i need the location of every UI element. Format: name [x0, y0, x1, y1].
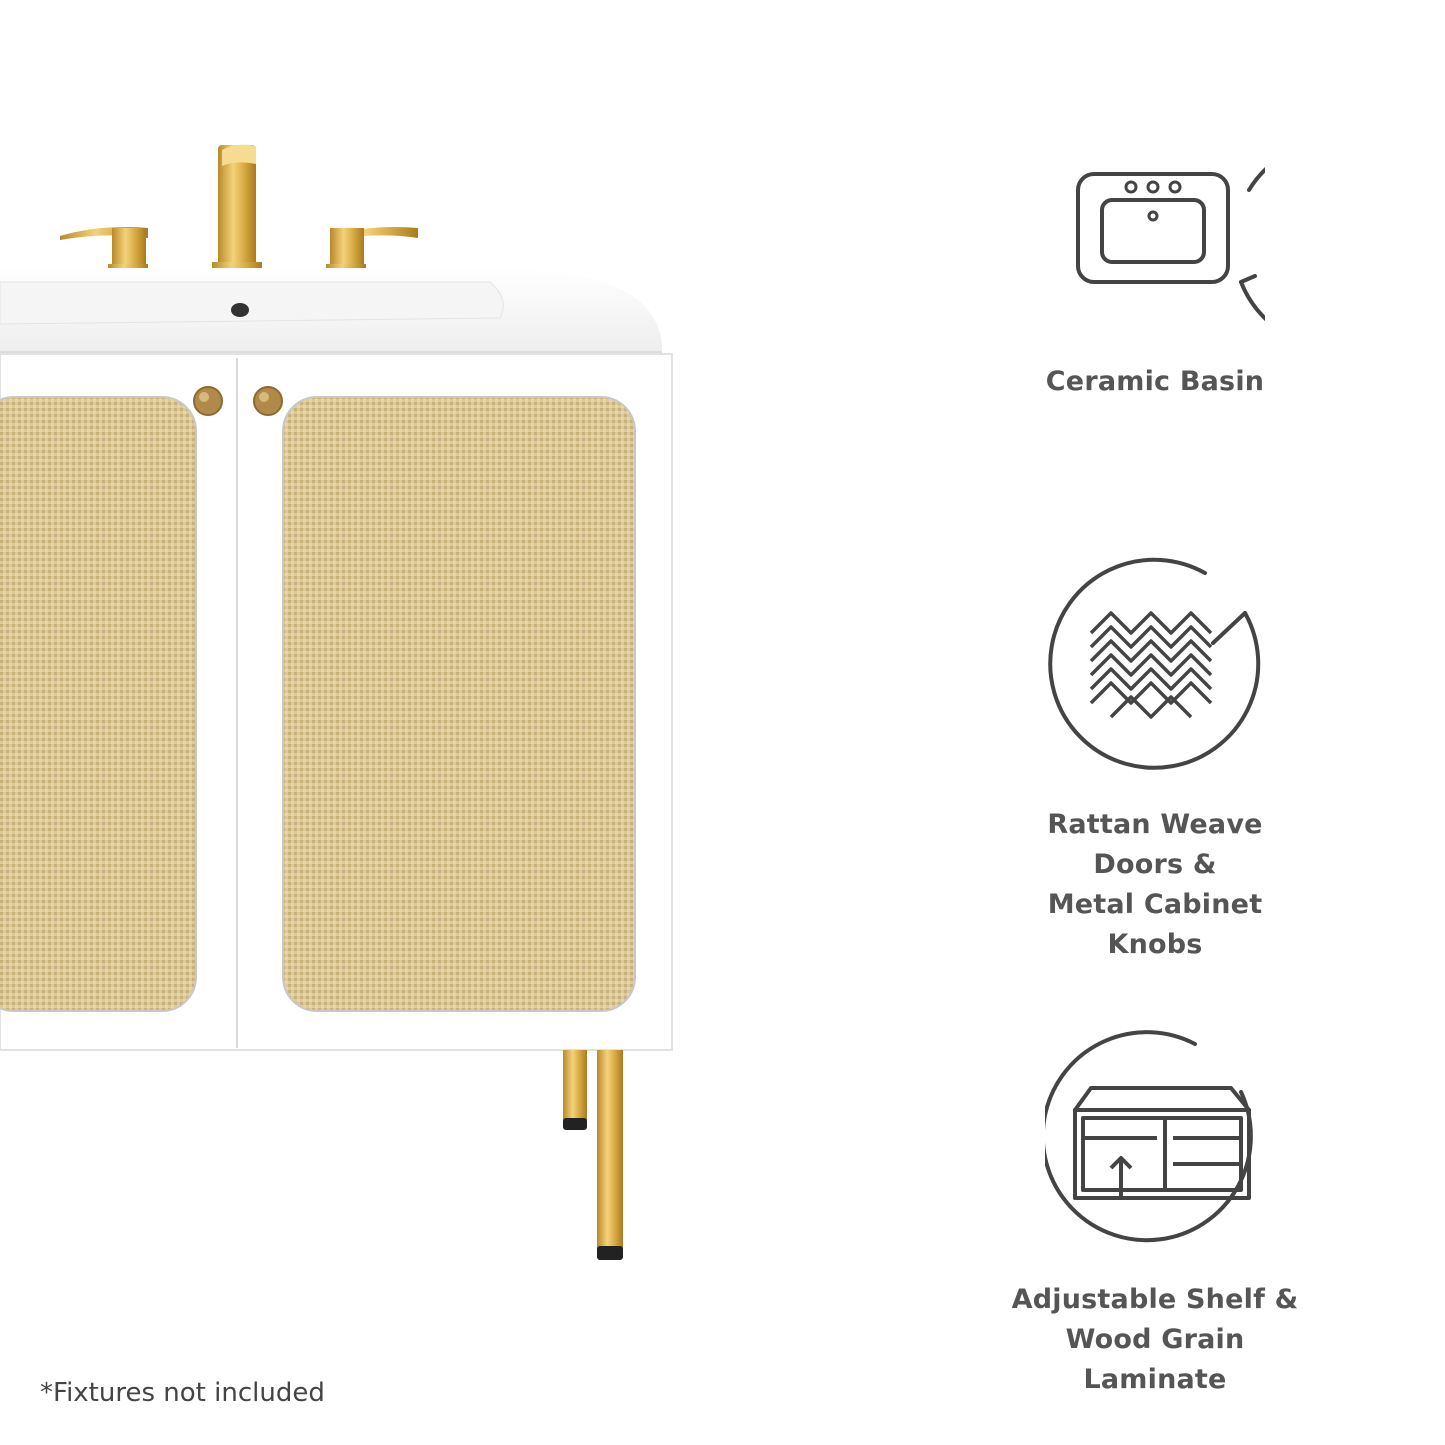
- cabinet: [0, 353, 673, 1051]
- feature-label-line: Wood Grain Laminate: [1065, 1324, 1245, 1395]
- right-knob: [253, 386, 283, 416]
- ceramic-basin-icon: [1045, 112, 1265, 332]
- left-knob: [193, 386, 223, 416]
- legs: [563, 1050, 623, 1260]
- faucet: [212, 144, 262, 274]
- left-handle: [60, 227, 148, 274]
- left-door-rattan-panel: [0, 396, 197, 1012]
- vanity-illustration: [0, 144, 673, 1260]
- feature-adjustable-shelf: Adjustable Shelf & Wood Grain Laminate: [1000, 1030, 1310, 1400]
- feature-rattan-weave: Rattan Weave Doors & Metal Cabinet Knobs: [1000, 555, 1310, 965]
- feature-label-line: Rattan Weave Doors &: [1047, 809, 1263, 880]
- feature-label-line: Adjustable Shelf &: [1011, 1284, 1299, 1315]
- feature-label-line: Ceramic Basin: [1045, 366, 1265, 397]
- product-image: [0, 0, 700, 1300]
- feature-label-line: Metal Cabinet Knobs: [1047, 889, 1263, 960]
- feature-ceramic-basin: Ceramic Basin: [1000, 112, 1310, 402]
- countertop: [0, 268, 662, 353]
- adjustable-shelf-icon: [1045, 1030, 1265, 1250]
- right-handle: [326, 227, 418, 274]
- right-door-rattan-panel: [282, 396, 636, 1012]
- rattan-weave-icon: [1045, 555, 1265, 775]
- fixtures-footnote: *Fixtures not included: [40, 1378, 325, 1408]
